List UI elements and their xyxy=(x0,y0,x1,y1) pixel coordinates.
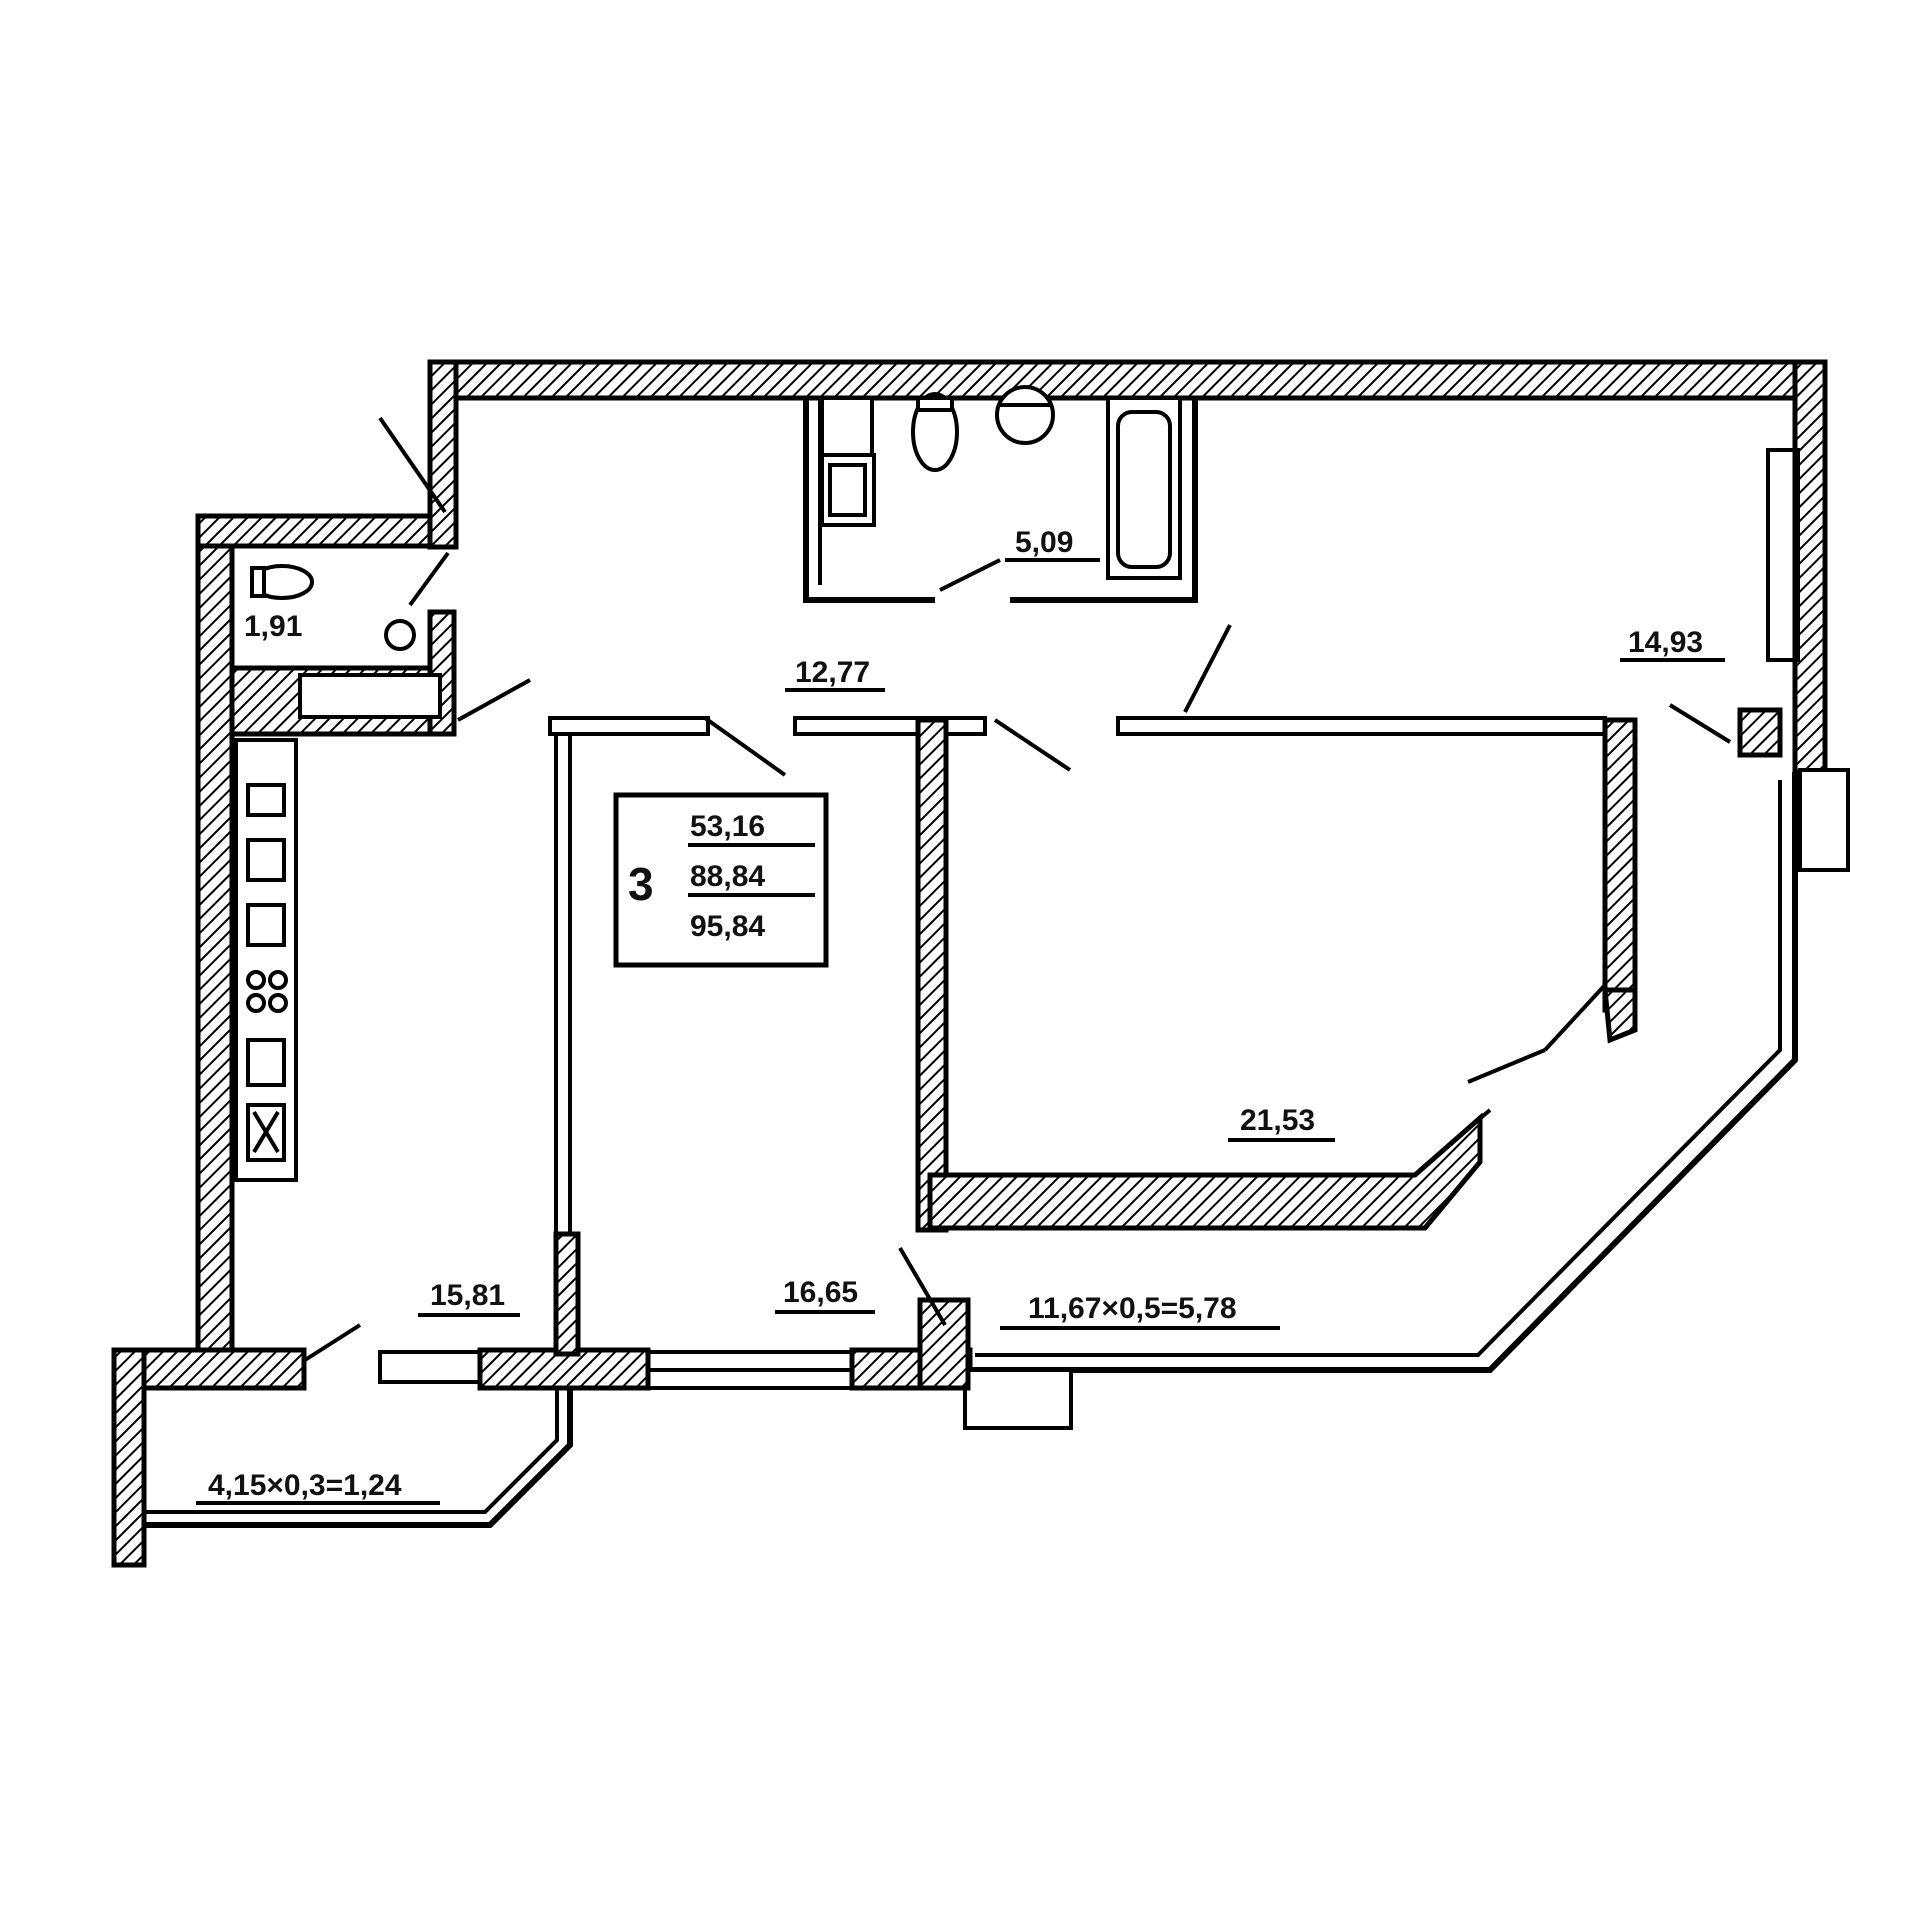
area-wc: 1,91 xyxy=(244,610,302,643)
washing-machine-icon-kitchen xyxy=(246,1103,286,1162)
area-kitchen-living: 15,81 xyxy=(430,1279,505,1312)
stove-icon xyxy=(246,970,288,1013)
area-hall: 12,77 xyxy=(795,656,870,689)
total-area-with-balconies: 95,84 xyxy=(690,910,765,943)
apartment-summary: 3 53,16 88,84 95,84 xyxy=(613,792,829,968)
inner-walls xyxy=(229,398,1783,1391)
area-bedroom-corner: 14,93 xyxy=(1628,626,1703,659)
area-loggia-left: 4,15×0,3=1,24 xyxy=(208,1469,402,1502)
sink-icon-wc xyxy=(384,619,416,651)
area-loggia-right: 11,67×0,5=5,78 xyxy=(1028,1292,1237,1325)
area-bathroom: 5,09 xyxy=(1015,526,1073,559)
vent-box-bottom xyxy=(963,1368,1073,1430)
doors xyxy=(303,416,1732,1362)
total-area: 88,84 xyxy=(690,860,765,893)
outer-wall-angled xyxy=(970,772,1798,1373)
living-area: 53,16 xyxy=(690,810,765,843)
rooms-count: 3 xyxy=(628,858,654,910)
outer-wall-angled-inner xyxy=(975,780,1782,1357)
toilet-icon xyxy=(911,392,959,472)
vent-box-right xyxy=(1798,768,1850,872)
loggia-left-outline xyxy=(144,1388,573,1528)
outer-walls xyxy=(111,359,1828,1568)
area-living-room: 21,53 xyxy=(1240,1104,1315,1137)
window-kitchen xyxy=(378,1350,482,1384)
area-bedroom-middle: 16,65 xyxy=(783,1276,858,1309)
sink-icon xyxy=(995,385,1055,445)
room-labels: 1,91 5,09 12,77 14,93 15,81 16,65 21,53 … xyxy=(196,526,1725,1505)
window-right xyxy=(1766,448,1800,662)
washing-machine-icon xyxy=(820,396,874,460)
